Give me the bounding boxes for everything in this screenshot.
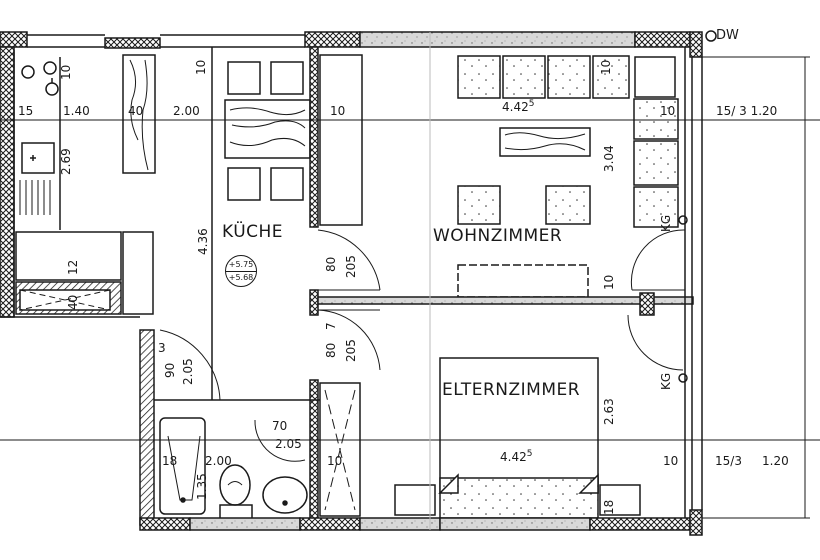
kg-marker-lower (678, 373, 688, 383)
dim-door2-7: 7 (324, 322, 338, 330)
sofa-right (633, 98, 679, 228)
dim-top-10-left: 10 (59, 64, 73, 80)
kg-label-upper: KG (659, 214, 673, 232)
armchair-right (545, 185, 591, 225)
dim-eltern-10: 10 (663, 454, 679, 468)
kg-label-lower: KG (659, 372, 673, 390)
dim-bath-2-05: 2.05 (275, 437, 302, 451)
level-marker-kueche: +5.75 +5.68 (225, 255, 257, 287)
dim-top-10-liv: 10 (330, 104, 346, 118)
dim-door1-80: 80 (324, 256, 338, 272)
room-label-kueche: KÜCHE (222, 222, 284, 242)
dim-eltern-width: 4.425 (500, 449, 533, 464)
door-bath (254, 419, 306, 462)
dim-bath-70: 70 (272, 419, 288, 433)
tall-cabinet (122, 54, 156, 174)
sofa-top (457, 55, 676, 99)
level-bottom: +5.68 (228, 273, 254, 282)
dining-table (224, 61, 311, 201)
bed (394, 357, 641, 519)
dim-door1-205: 205 (344, 255, 358, 278)
dim-hall-3: 3 (158, 341, 166, 355)
bathroom-fixtures (159, 417, 308, 520)
dim-wohn-10: 10 (599, 59, 613, 75)
dim-door2-205: 205 (344, 339, 358, 362)
dim-top-15: 15 (18, 104, 34, 118)
dim-top-2-00: 2.00 (173, 104, 200, 118)
dim-wohn-10-bottom: 10 (602, 274, 616, 290)
dw-marker (705, 30, 717, 42)
room-label-wohnzimmer: WOHNZIMMER (433, 226, 563, 246)
dim-hall-2-05: 2.05 (181, 358, 195, 385)
dim-right-top: 15/ 3 1.20 (716, 104, 778, 118)
hall-wardrobe (319, 382, 361, 517)
sideboard (457, 264, 589, 298)
exterior-wall-right (684, 47, 703, 530)
dim-left-12: 12 (66, 259, 80, 275)
dim-top-1-40: 1.40 (63, 104, 90, 118)
exterior-wall-left (0, 46, 15, 318)
dim-hall-90: 90 (163, 362, 177, 378)
dim-wohn-height: 3.04 (602, 145, 616, 172)
dim-bottom-18: 18 (602, 499, 616, 515)
dim-wohn-width: 4.425 (502, 99, 535, 114)
dim-top-40: 40 (128, 104, 144, 118)
room-label-elternzimmer: ELTERNZIMMER (442, 380, 581, 400)
wall-living-bedroom (317, 292, 694, 316)
dw-label: DW (716, 28, 739, 43)
kitchen-counter (0, 57, 154, 318)
level-divider (226, 271, 256, 272)
dim-bath-2-00: 2.00 (205, 454, 232, 468)
dim-right-bottom-a: 15/3 (715, 454, 742, 468)
dim-bath-18: 18 (162, 454, 178, 468)
coffee-table (499, 127, 591, 157)
dim-kitchen-height: 4.36 (196, 228, 210, 255)
dim-left-2-69: 2.69 (59, 148, 73, 175)
armchair-left (457, 185, 501, 225)
door-living (317, 229, 686, 291)
dim-door2-80: 80 (324, 342, 338, 358)
dim-right-top-10: 10 (660, 104, 676, 118)
door-bedroom (317, 309, 684, 371)
dim-top-10-mid: 10 (194, 59, 208, 75)
dimension-lines (0, 32, 820, 530)
dim-eltern-height: 2.63 (602, 398, 616, 425)
exterior-wall-bottom (139, 509, 703, 536)
living-cabinet (319, 54, 363, 226)
dim-right-bottom-b: 1.20 (762, 454, 789, 468)
kg-marker-upper (678, 215, 688, 225)
dim-bath-10: 10 (327, 454, 343, 468)
dim-left-40: 40 (66, 294, 80, 310)
exterior-wall-top (0, 31, 703, 58)
wall-kitchen-living (211, 46, 319, 521)
hall-wall (139, 329, 155, 526)
level-top: +5.75 (228, 260, 254, 269)
dim-bath-1-35: 1.35 (195, 473, 209, 500)
